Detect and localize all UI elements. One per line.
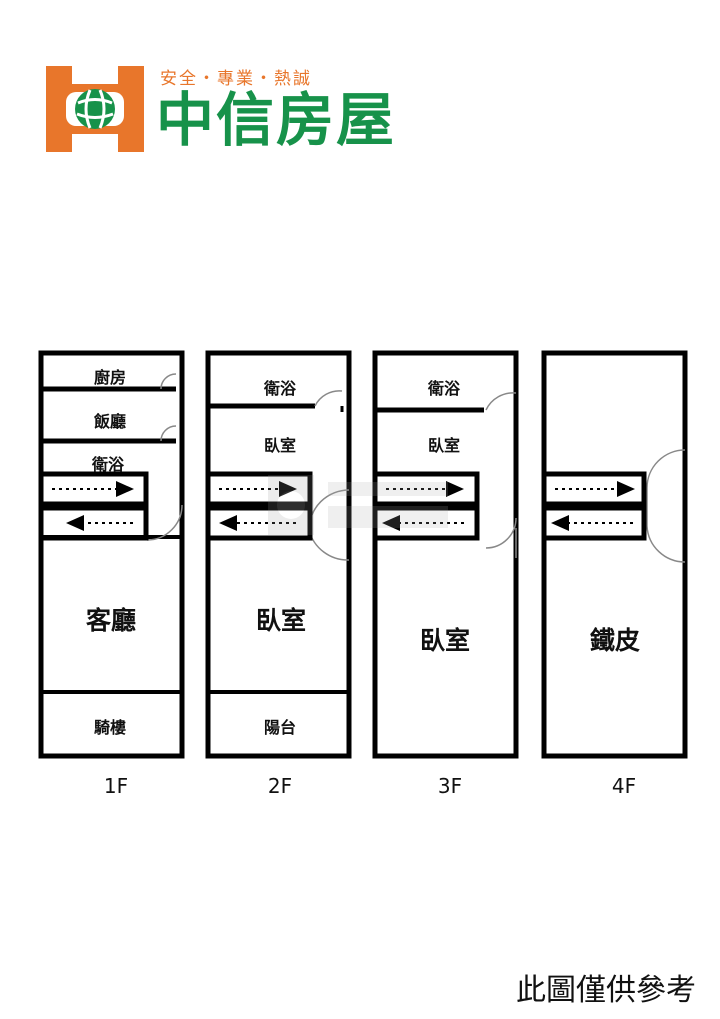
watermark-logo-icon <box>268 475 448 535</box>
room-label-iron-sheet: 鐵皮 <box>589 626 640 655</box>
floor-label-2f: 2F <box>267 774 293 798</box>
room-label-bath: 衛浴 <box>427 379 460 398</box>
room-label-bath: 衛浴 <box>91 455 124 474</box>
room-label-bedroom: 臥室 <box>419 626 470 655</box>
room-label-balcony: 陽台 <box>263 718 296 737</box>
disclaimer-text: 此圖僅供參考 <box>516 973 696 1008</box>
room-label-kitchen: 廚房 <box>93 368 126 387</box>
floor-label-4f: 4F <box>611 774 637 798</box>
floor-plan-2f <box>205 350 352 759</box>
company-logo-icon <box>46 66 144 152</box>
room-label-living: 客廳 <box>85 606 136 635</box>
room-label-arcade: 騎樓 <box>93 718 126 737</box>
floor-label-1f: 1F <box>103 774 129 798</box>
room-label-dining: 飯廳 <box>93 412 126 431</box>
room-label-bedroom-small: 臥室 <box>427 436 460 455</box>
floor-label-3f: 3F <box>437 774 463 798</box>
floor-plan-4f <box>541 350 688 759</box>
floor-plan-1f <box>38 350 185 759</box>
room-label-bedroom-small: 臥室 <box>263 436 296 455</box>
floor-plan-3f <box>372 350 519 759</box>
company-tagline: 安全・專業・熱誠 <box>160 69 312 89</box>
room-label-bath: 衛浴 <box>263 379 296 398</box>
company-name: 中信房屋 <box>156 86 397 154</box>
room-label-bedroom: 臥室 <box>255 606 306 635</box>
